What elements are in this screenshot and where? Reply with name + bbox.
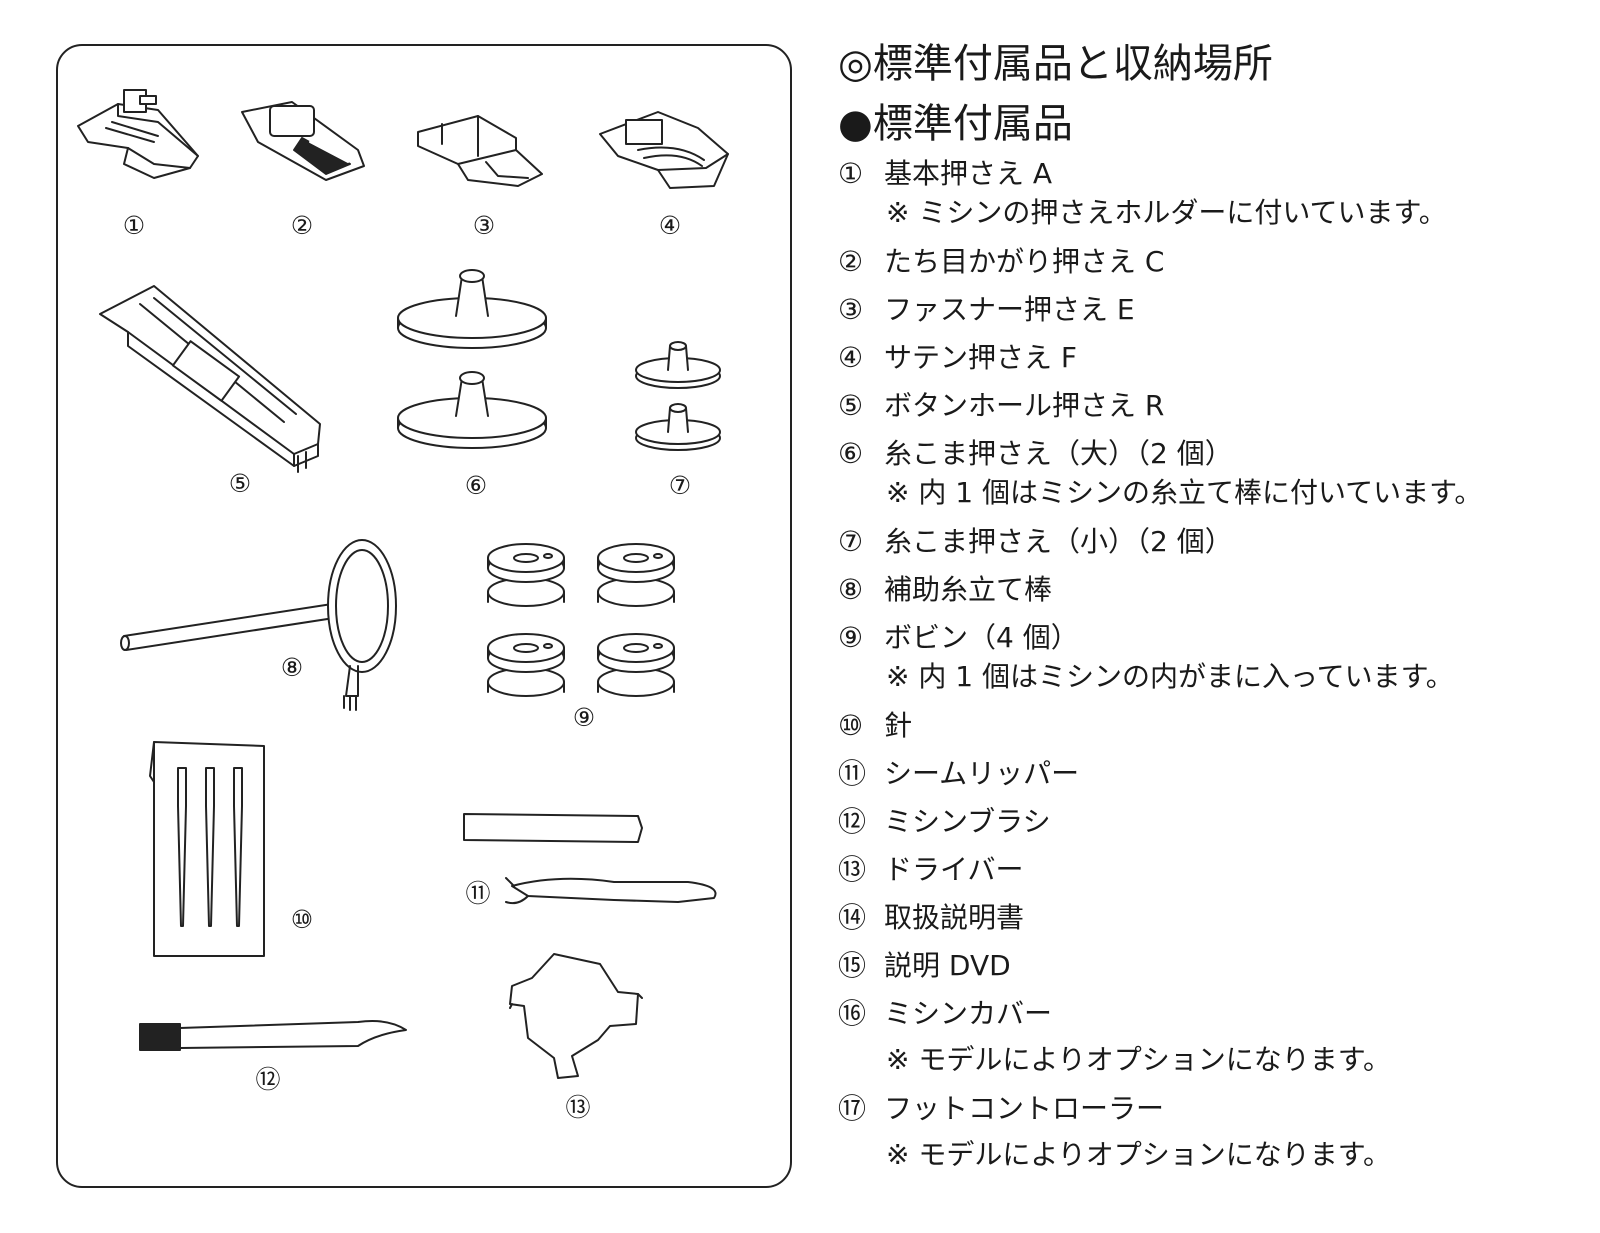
- item-label: たち目かがり押さえ C: [884, 245, 1165, 278]
- figure-caption-2: ②: [290, 211, 314, 240]
- accessory-item-9: ⑨ ボビン（4 個）: [838, 621, 1079, 655]
- item-number: ⑪: [838, 757, 867, 790]
- buttonhole-foot-illustration: [99, 285, 321, 473]
- figure-caption-10: ⑩: [290, 905, 314, 934]
- figure-caption-6: ⑥: [464, 471, 488, 500]
- accessory-item-5: ⑤ ボタンホール押さえ R: [838, 389, 1164, 423]
- accessory-item-7: ⑦ 糸こま押さえ（小）（2 個）: [838, 525, 1233, 559]
- accessory-item-12: ⑫ ミシンブラシ: [838, 805, 1051, 839]
- accessory-item-2: ② たち目かがり押さえ C: [838, 245, 1164, 279]
- item-label: 説明 DVD: [884, 949, 1011, 982]
- item-number: ⑩: [838, 709, 864, 742]
- item-label: ファスナー押さえ E: [884, 293, 1135, 326]
- figure-caption-7: ⑦: [668, 471, 692, 500]
- item-label: ドライバー: [884, 853, 1024, 886]
- accessory-item-16: ⑯ ミシンカバー: [838, 997, 1052, 1031]
- item-number: ①: [838, 157, 864, 190]
- accessory-item-3: ③ ファスナー押さえ E: [838, 293, 1135, 327]
- figure-caption-12: ⑫: [255, 1065, 281, 1094]
- satin-foot-illustration: [599, 111, 729, 189]
- overedge-foot-illustration: [241, 101, 365, 181]
- figure-caption-1: ①: [122, 211, 146, 240]
- accessory-note-16: ※ モデルによりオプションになります。: [886, 1043, 1392, 1076]
- item-number: ⑥: [838, 437, 864, 470]
- item-label: ミシンカバー: [884, 997, 1053, 1030]
- item-label: 針: [884, 709, 913, 742]
- item-label: フットコントローラー: [884, 1092, 1165, 1125]
- item-number: ②: [838, 245, 864, 278]
- item-number: ④: [838, 341, 864, 374]
- accessory-item-6: ⑥ 糸こま押さえ（大）（2 個）: [838, 437, 1233, 471]
- figure-caption-5: ⑤: [228, 469, 252, 498]
- zipper-foot-illustration: [417, 115, 543, 187]
- item-label: 取扱説明書: [884, 901, 1025, 934]
- figure-caption-13: ⑬: [565, 1093, 591, 1122]
- accessory-item-13: ⑬ ドライバー: [838, 853, 1023, 887]
- item-number: ⑯: [838, 997, 867, 1030]
- item-label: ボタンホール押さえ R: [884, 389, 1165, 422]
- spool-pin-illustration: [120, 539, 397, 711]
- accessory-item-11: ⑪ シームリッパー: [838, 757, 1079, 791]
- figure-caption-3: ③: [472, 211, 496, 240]
- brush-illustration: [139, 1020, 407, 1051]
- screwdriver-illustration: [509, 953, 643, 1079]
- accessory-note-1: ※ ミシンの押さえホルダーに付いています。: [886, 196, 1447, 229]
- page-title: ◎標準付属品と収納場所: [838, 41, 1273, 87]
- item-number: ⑬: [838, 853, 867, 886]
- small-spool-cap-illustration: [635, 341, 721, 451]
- accessory-note-9: ※ 内 1 個はミシンの内がまに入っています。: [886, 660, 1454, 693]
- item-label: 糸こま押さえ（小）（2 個）: [884, 525, 1233, 558]
- bobbin-illustration: [487, 543, 675, 697]
- item-label: サテン押さえ F: [884, 341, 1078, 374]
- item-number: ⑰: [838, 1092, 867, 1125]
- accessory-note-17: ※ モデルによりオプションになります。: [886, 1138, 1392, 1171]
- accessory-item-17: ⑰ フットコントローラー: [838, 1092, 1164, 1126]
- item-label: 基本押さえ A: [884, 157, 1053, 190]
- figure-caption-8: ⑧: [280, 653, 304, 682]
- item-label: ミシンブラシ: [884, 805, 1051, 838]
- accessory-item-15: ⑮ 説明 DVD: [838, 949, 1011, 983]
- large-spool-cap-illustration: [397, 269, 547, 449]
- needle-pack-illustration: [149, 741, 265, 957]
- accessory-note-6: ※ 内 1 個はミシンの糸立て棒に付いています。: [886, 476, 1483, 509]
- section-heading: ●標準付属品: [838, 101, 1073, 147]
- accessories-illustration-panel: ① ② ③ ④ ⑤ ⑥ ⑦ ⑧ ⑨ ⑩ ⑪ ⑫ ⑬: [56, 44, 792, 1188]
- figure-caption-11: ⑪: [465, 879, 491, 908]
- item-label: シームリッパー: [884, 757, 1080, 790]
- figure-caption-4: ④: [658, 211, 682, 240]
- item-number: ⑧: [838, 573, 864, 606]
- item-number: ⑫: [838, 805, 867, 838]
- item-number: ⑨: [838, 621, 864, 654]
- figure-caption-9: ⑨: [572, 703, 596, 732]
- accessory-item-14: ⑭ 取扱説明書: [838, 901, 1024, 935]
- item-number: ⑤: [838, 389, 864, 422]
- item-label: ボビン（4 個）: [884, 621, 1079, 654]
- item-label: 糸こま押さえ（大）（2 個）: [884, 437, 1233, 470]
- item-number: ③: [838, 293, 864, 326]
- accessory-item-1: ① 基本押さえ A: [838, 157, 1052, 191]
- item-label: 補助糸立て棒: [884, 573, 1053, 606]
- item-number: ⑮: [838, 949, 867, 982]
- item-number: ⑦: [838, 525, 864, 558]
- accessory-item-4: ④ サテン押さえ F: [838, 341, 1077, 375]
- item-number: ⑭: [838, 901, 867, 934]
- seam-ripper-illustration: [463, 813, 717, 905]
- accessory-item-8: ⑧ 補助糸立て棒: [838, 573, 1052, 607]
- basic-presser-foot-illustration: [77, 89, 199, 179]
